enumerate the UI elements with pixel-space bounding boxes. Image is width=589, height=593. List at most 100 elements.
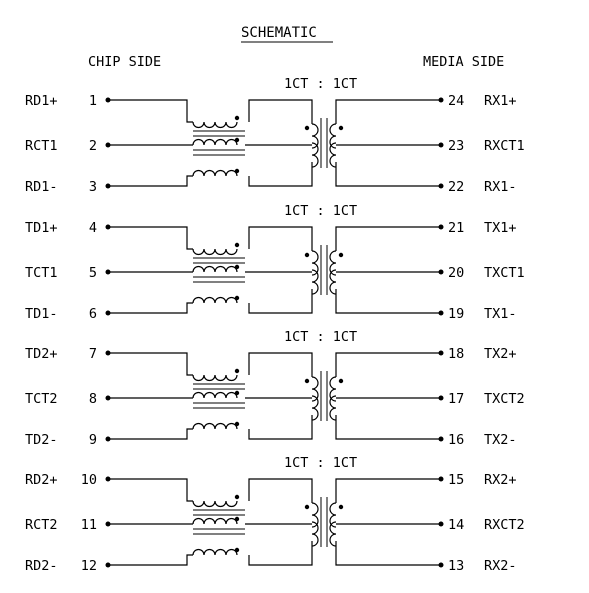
media-pin-number: 14 [448, 517, 464, 533]
media-pin-number: 23 [448, 138, 464, 154]
primary-lead [248, 352, 313, 377]
media-signal-label: TX1+ [484, 220, 517, 236]
polarity-dot [304, 252, 310, 258]
polarity-dot [338, 125, 344, 131]
media-signal-label: RX2- [484, 558, 517, 574]
secondary-winding-lower [329, 142, 337, 168]
primary-winding-lower [311, 395, 319, 421]
chip-signal-label: TD1- [25, 306, 58, 322]
polarity-dot [234, 137, 240, 143]
primary-lead [248, 478, 313, 503]
media-signal-label: RXCT1 [484, 138, 525, 154]
primary-lead [248, 99, 313, 124]
choke-winding [192, 517, 238, 525]
choke-winding [192, 265, 238, 273]
media-pin-number: 24 [448, 93, 464, 109]
primary-lead [248, 226, 313, 251]
chip-pin-number: 4 [89, 220, 97, 236]
chip-pin-number: 9 [89, 432, 97, 448]
polarity-dot [338, 504, 344, 510]
schematic-title: SCHEMATIC [241, 25, 317, 41]
primary-lead [248, 162, 313, 187]
media-pin-number: 21 [448, 220, 464, 236]
media-signal-label: TXCT2 [484, 391, 525, 407]
polarity-dot [234, 168, 240, 174]
polarity-dot [234, 547, 240, 553]
media-pin-number: 13 [448, 558, 464, 574]
turns-ratio-label: 1CT : 1CT [284, 203, 357, 219]
polarity-dot [304, 504, 310, 510]
media-signal-label: RXCT2 [484, 517, 525, 533]
media-side-label: MEDIA SIDE [423, 54, 504, 70]
chip-signal-label: TD1+ [25, 220, 58, 236]
media-signal-label: RX1- [484, 179, 517, 195]
choke-winding [192, 169, 238, 177]
media-pin-number: 16 [448, 432, 464, 448]
secondary-lead [335, 541, 441, 566]
polarity-dot [234, 295, 240, 301]
choke-lead [108, 226, 193, 250]
choke-winding [192, 422, 238, 430]
polarity-dot [234, 494, 240, 500]
chip-pin-number: 12 [81, 558, 97, 574]
secondary-lead [335, 99, 441, 124]
secondary-lead [335, 162, 441, 187]
chip-signal-label: RD2- [25, 558, 58, 574]
choke-winding [192, 374, 238, 382]
choke-lead [108, 428, 193, 440]
polarity-dot [234, 390, 240, 396]
turns-ratio-label: 1CT : 1CT [284, 455, 357, 471]
chip-pin-number: 10 [81, 472, 97, 488]
chip-signal-label: TD2- [25, 432, 58, 448]
chip-signal-label: TCT2 [25, 391, 58, 407]
secondary-lead [335, 415, 441, 440]
choke-lead [108, 175, 193, 187]
chip-pin-number: 8 [89, 391, 97, 407]
chip-signal-label: TD2+ [25, 346, 58, 362]
polarity-dot [234, 516, 240, 522]
media-signal-label: RX2+ [484, 472, 517, 488]
polarity-dot [234, 242, 240, 248]
polarity-dot [304, 125, 310, 131]
chip-pin-number: 5 [89, 265, 97, 281]
media-pin-number: 22 [448, 179, 464, 195]
secondary-lead [335, 478, 441, 503]
polarity-dot [234, 115, 240, 121]
turns-ratio-label: 1CT : 1CT [284, 329, 357, 345]
chip-signal-label: RD2+ [25, 472, 58, 488]
turns-ratio-label: 1CT : 1CT [284, 76, 357, 92]
choke-lead [108, 478, 193, 502]
chip-pin-number: 3 [89, 179, 97, 195]
chip-signal-label: RCT1 [25, 138, 58, 154]
chip-signal-label: RD1+ [25, 93, 58, 109]
media-pin-number: 17 [448, 391, 464, 407]
polarity-dot [338, 252, 344, 258]
primary-lead [248, 415, 313, 440]
polarity-dot [304, 378, 310, 384]
chip-pin-number: 11 [81, 517, 97, 533]
primary-winding-lower [311, 269, 319, 295]
primary-winding-lower [311, 521, 319, 547]
polarity-dot [234, 264, 240, 270]
media-pin-number: 19 [448, 306, 464, 322]
choke-winding [192, 248, 238, 256]
chip-signal-label: TCT1 [25, 265, 58, 281]
chip-pin-number: 6 [89, 306, 97, 322]
choke-lead [108, 352, 193, 376]
secondary-lead [335, 226, 441, 251]
secondary-winding-lower [329, 521, 337, 547]
secondary-winding-lower [329, 269, 337, 295]
choke-lead [108, 302, 193, 314]
chip-signal-label: RCT2 [25, 517, 58, 533]
media-pin-number: 15 [448, 472, 464, 488]
media-signal-label: TXCT1 [484, 265, 525, 281]
media-signal-label: TX2+ [484, 346, 517, 362]
primary-lead [248, 289, 313, 314]
chip-side-label: CHIP SIDE [88, 54, 161, 70]
chip-pin-number: 7 [89, 346, 97, 362]
